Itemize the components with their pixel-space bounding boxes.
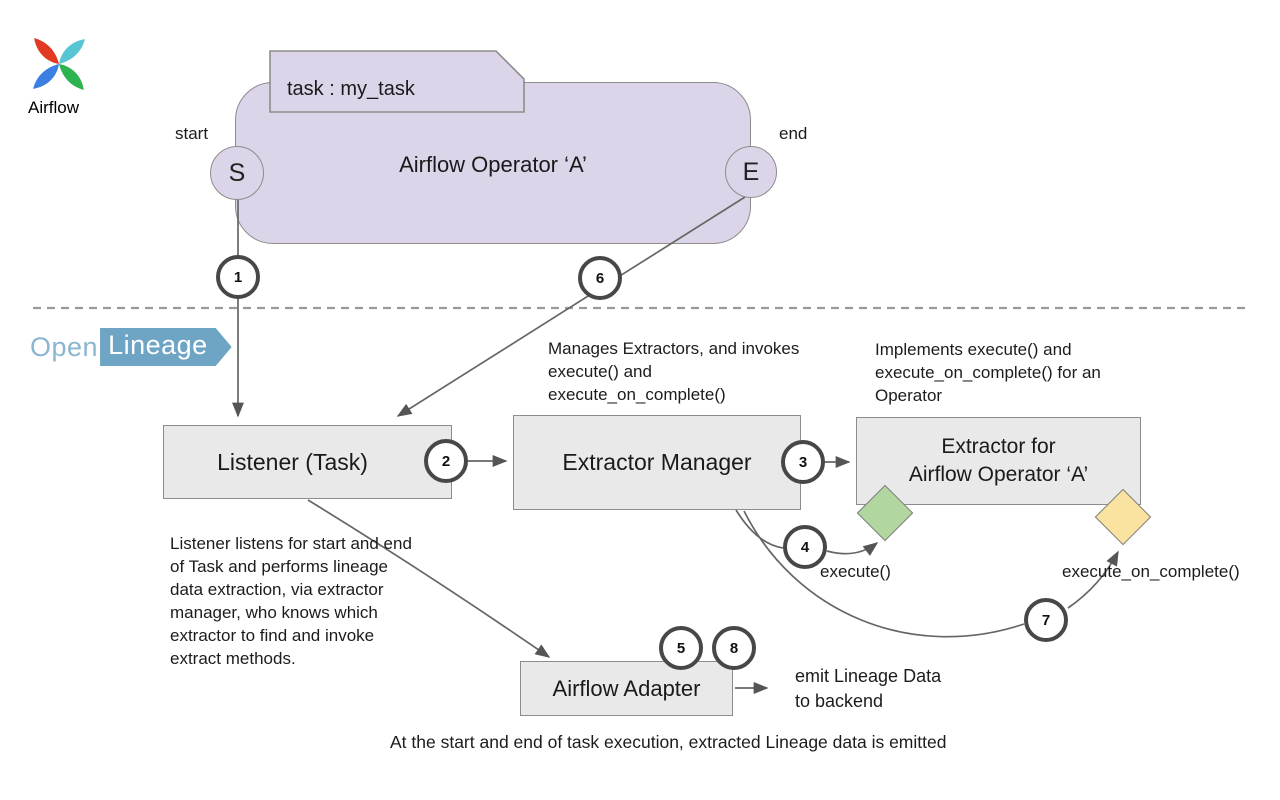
step-badge-2: 2	[424, 439, 468, 483]
step-badge-7: 7	[1024, 598, 1068, 642]
step-badge-6: 6	[578, 256, 622, 300]
emit-lineage-note: emit Lineage Data to backend	[795, 666, 942, 711]
extractor-manager-note: Manages Extractors, and invokes execute(…	[548, 339, 800, 404]
end-node: E	[725, 146, 777, 198]
bottom-caption: At the start and end of task execution, …	[390, 732, 947, 752]
extractor-manager-label: Extractor Manager	[562, 449, 752, 475]
execute-label: execute()	[820, 562, 891, 581]
step-badge-3: 3	[781, 440, 825, 484]
end-label: end	[779, 124, 808, 143]
step-badge-5: 5	[659, 626, 703, 670]
step-badge-4: 4	[783, 525, 827, 569]
extractor-label: Extractor for Airflow Operator ‘A’	[908, 434, 1089, 486]
airflow-adapter-label: Airflow Adapter	[552, 675, 701, 701]
airflow-operator-title: Airflow Operator ‘A’	[399, 152, 587, 177]
start-label: start	[175, 124, 209, 143]
listener-task-box: Listener (Task)	[163, 425, 452, 499]
extractor-note: Implements execute() and execute_on_comp…	[875, 340, 1101, 405]
openlineage-logo: Open Lineage	[30, 328, 232, 366]
extractor-manager-box: Extractor Manager	[513, 415, 801, 510]
step-badge-1: 1	[216, 255, 260, 299]
listener-note: Listener listens for start and end of Ta…	[170, 534, 412, 668]
openlineage-banner: Lineage	[100, 328, 232, 366]
execute-on-complete-label: execute_on_complete()	[1062, 562, 1240, 581]
airflow-pinwheel-icon	[33, 38, 85, 90]
task-tab-shape	[269, 50, 525, 113]
listener-task-label: Listener (Task)	[217, 448, 368, 475]
openlineage-open-text: Open	[30, 331, 99, 362]
extractor-box: Extractor for Airflow Operator ‘A’	[856, 417, 1141, 505]
task-tab-label: task : my_task	[287, 78, 415, 100]
airflow-logo-label: Airflow	[28, 98, 80, 117]
airflow-adapter-box: Airflow Adapter	[520, 661, 733, 716]
step-badge-8: 8	[712, 626, 756, 670]
start-node: S	[210, 146, 264, 200]
